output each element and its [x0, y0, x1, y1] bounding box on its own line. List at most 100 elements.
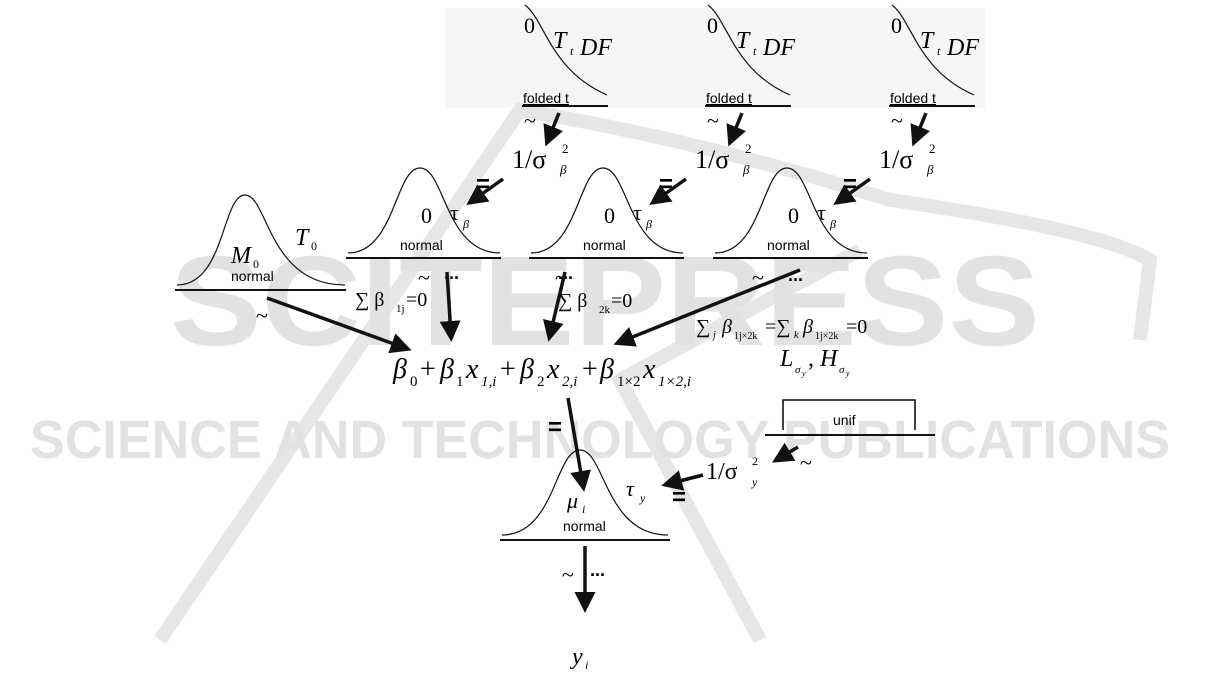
precision: 1/σ: [512, 145, 546, 174]
comma: ,: [808, 346, 814, 372]
low: L: [779, 346, 793, 372]
dist-label: normal: [767, 237, 810, 253]
sd-sub: 0: [311, 239, 317, 253]
x12-sub: 1×2,i: [658, 374, 691, 390]
folded-t-prior-3: 0 T t DF folded t ~ 1/σ β 2: [879, 4, 979, 177]
arrow: [613, 268, 801, 347]
tau-sub: β: [645, 217, 652, 231]
plus: +: [582, 354, 598, 385]
tilde: ~: [707, 108, 719, 133]
scale: T: [553, 28, 568, 54]
sum-k-sub: k: [794, 330, 799, 341]
scale: T: [920, 28, 935, 54]
mean: 0: [788, 203, 799, 228]
df: DF: [762, 35, 795, 61]
precision: 1/σ: [695, 145, 729, 174]
dots: ...: [590, 560, 605, 580]
beta1-sub: 1: [456, 374, 464, 390]
tilde: ~: [524, 108, 536, 133]
mean: 0: [604, 203, 615, 228]
high-subsub: y: [845, 369, 850, 378]
tau: τ: [626, 476, 635, 501]
arrow: [771, 442, 799, 463]
constraint-2: ∑ β: [558, 290, 587, 312]
constraint-2-tail: =0: [611, 290, 632, 312]
folded-t-prior-1: 0 T t DF folded t ~ 1/σ β 2: [512, 4, 612, 177]
arrow: [661, 470, 704, 491]
beta: β: [721, 316, 732, 338]
scale-sub: t: [937, 44, 941, 58]
equals: =: [548, 414, 562, 441]
dist-label: folded t: [890, 90, 936, 106]
zero: 0: [524, 13, 535, 38]
constraint-1-sub: 1j: [396, 303, 405, 315]
precision-sup: 2: [752, 454, 758, 468]
precision-sub: β: [559, 162, 567, 177]
beta2: β⃗: [519, 354, 556, 385]
beta0: β: [392, 354, 407, 385]
beta0-sub: 0: [410, 374, 418, 390]
watermark: SCITEPRESS SCIENCE AND TECHNOLOGY PUBLIC…: [30, 8, 1170, 644]
zero: 0: [707, 13, 718, 38]
beta2-sub: 2: [537, 374, 545, 390]
tau-sub: β: [462, 217, 469, 231]
df: DF: [579, 35, 612, 61]
beta-normal-3: 0 τ β normal =: [713, 167, 872, 259]
precision-sub: β: [742, 162, 750, 177]
y-sub: i: [585, 658, 588, 672]
dist-label: folded t: [706, 90, 752, 106]
arrow: [726, 112, 747, 147]
dist-label: folded t: [523, 90, 569, 106]
low-subsub: y: [801, 369, 806, 378]
dist-label: unif: [833, 412, 856, 428]
arrow: [910, 112, 931, 147]
tilde: ~: [800, 450, 812, 475]
sigma-uniform-prior: L σ y , H σ y unif ~ 1/σ y 2 =: [661, 346, 935, 511]
constraint-3: ∑ j β 1j×2k =∑ k β 1j×2k =0: [696, 316, 867, 342]
mean-sub: 0: [253, 257, 259, 271]
x2: x⃗: [546, 354, 581, 385]
precision: 1/σ: [879, 145, 913, 174]
mean: μ: [566, 488, 578, 513]
sum-j-sub: j: [711, 330, 716, 341]
x1: x⃗: [465, 354, 500, 385]
zero: 0: [891, 13, 902, 38]
equals-zero: =0: [846, 316, 867, 338]
beta-connectors: ~ ... ~ ... ~ ... ∑ β 1j =0 ∑ β 2k =0 ∑ …: [355, 263, 867, 347]
tau-sub: y: [639, 491, 646, 505]
folded-t-prior-2: 0 T t DF folded t ~ 1/σ β 2: [695, 4, 795, 177]
scale: T: [736, 28, 751, 54]
tau: τ: [633, 200, 642, 225]
precision-sup: 2: [745, 141, 752, 156]
beta12: β⃗: [599, 354, 636, 385]
constraint-1: ∑ β: [355, 289, 384, 311]
arrow: [566, 397, 591, 492]
arrow: [543, 112, 564, 147]
beta-normal-2: 0 τ β normal =: [529, 167, 688, 259]
arrow: [649, 177, 688, 206]
likelihood-normal: = μ i τ y normal ~ ... y i: [500, 397, 670, 672]
dist-label: normal: [400, 237, 443, 253]
beta1: β⃗: [439, 354, 476, 385]
precision: 1/σ: [706, 459, 738, 485]
precision-sub: β: [926, 162, 934, 177]
intercept-normal: M 0 T 0 normal ~: [175, 194, 412, 354]
beta12-sub: 1×2: [617, 374, 640, 390]
df: DF: [946, 35, 979, 61]
arrow: [266, 296, 412, 354]
scale-sub: t: [570, 44, 574, 58]
beta-normal-1: 0 τ β normal =: [346, 167, 505, 259]
precision-sub: y: [751, 475, 758, 489]
sum-j: ∑: [696, 316, 710, 338]
tilde: ~: [418, 265, 430, 290]
precision-sup: 2: [562, 141, 569, 156]
x2-sub: 2,i: [562, 374, 577, 390]
plus: +: [420, 354, 436, 385]
mean: 0: [421, 203, 432, 228]
arrow: [833, 177, 872, 206]
tilde: ~: [891, 108, 903, 133]
tau-sub: β: [829, 217, 836, 231]
high-sub: σ: [839, 364, 845, 376]
high: H: [819, 346, 839, 372]
